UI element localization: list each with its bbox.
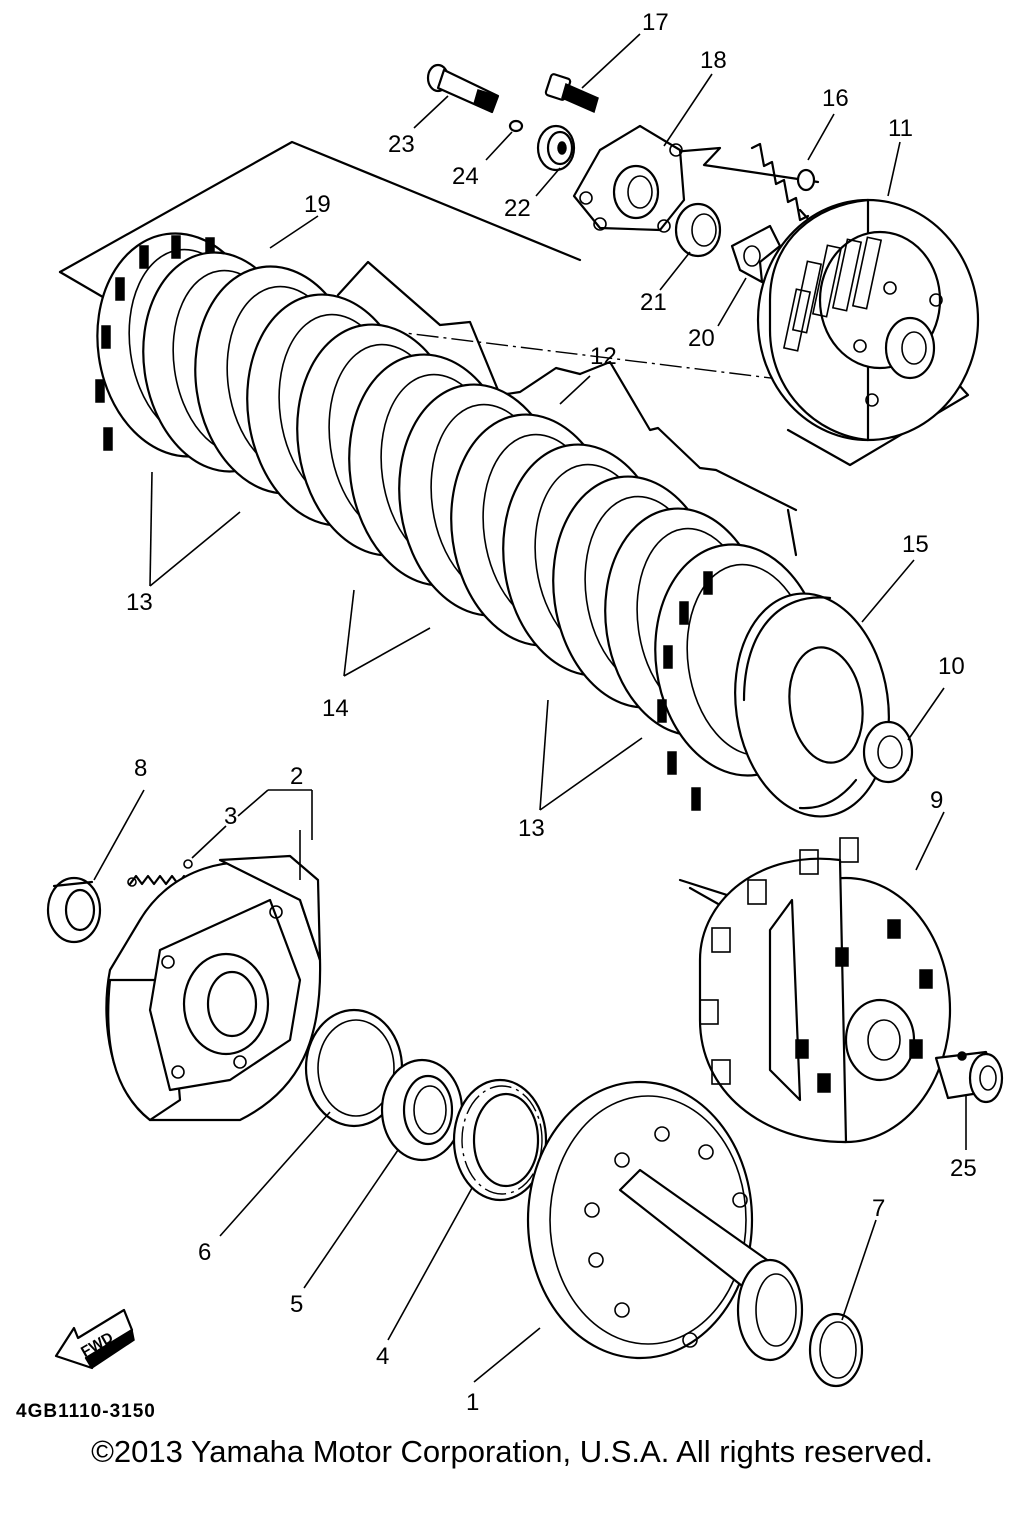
part-23-bolt [426,63,500,114]
part-10-circlip [862,720,914,784]
callout-25: 25 [950,1155,977,1182]
callout-15: 15 [902,531,929,558]
callout-8: 8 [134,755,147,782]
callout-21: 21 [640,289,667,316]
bracket-top-left [58,140,582,274]
part-4-one-way-clutch [452,1078,548,1202]
part-9-clutch-housing [698,837,952,1144]
callout-11: 11 [888,115,913,142]
part-25-collar [934,1050,1004,1104]
callout-23: 23 [388,131,415,158]
fwd-direction-badge: FWD [54,1308,135,1370]
callout-16: 16 [822,85,849,112]
callout-24: 24 [452,163,479,190]
callout-19: 19 [304,191,331,218]
boss-splines [782,236,883,352]
callout-5: 5 [290,1291,303,1318]
part-code-label: 4GB1110-3150 [16,1401,156,1422]
clutch-plate-stack [95,232,914,818]
callout-14: 14 [322,695,349,722]
callout-6: 6 [198,1239,211,1266]
part-11-clutch-boss [756,198,980,442]
part-6-washer [304,1008,404,1128]
part-15-pressure-plate [734,592,890,818]
callout-2: 2 [290,763,303,790]
part-8-nut [46,876,102,944]
part-20-lock-washer [730,224,782,284]
part-22-bearing [536,124,576,172]
part-1-clutch-carrier [526,1080,804,1362]
callout-labels: 1 2 3 4 5 6 7 8 9 10 11 12 13 13 14 15 1… [126,9,977,1416]
plates-series [142,251,826,811]
part-18-pressure-plate [572,124,686,233]
callout-12: 12 [590,343,617,370]
bracket-plates-12-mid [578,360,798,512]
leader-lines [93,33,967,1383]
callout-10: 10 [938,653,965,680]
part-5-bearing [380,1058,464,1162]
callout-1: 1 [466,1389,479,1416]
bracket-plates-12-end [786,508,798,557]
callout-3: 3 [224,803,237,830]
part-21-nut [674,202,722,258]
part-24-o-ring [508,119,524,133]
part-2-clutch-shoe-assembly [105,854,322,1122]
copyright-notice: ©2013 Yamaha Motor Corporation, U.S.A. A… [91,1434,933,1469]
callout-9: 9 [930,787,943,814]
bracket-plates-12-top [336,260,582,397]
callout-13-right: 13 [518,815,545,842]
callout-20: 20 [688,325,715,352]
callout-17: 17 [642,9,669,36]
callout-18: 18 [700,47,727,74]
callout-4: 4 [376,1343,389,1370]
callout-7: 7 [872,1195,885,1222]
callout-13-left: 13 [126,589,153,616]
part-17-bolt [544,73,599,114]
part-16-spring [750,142,816,222]
callout-22: 22 [504,195,531,222]
part-7-washer [808,1312,864,1388]
bracket-housing-9-tick [688,886,722,907]
bracket-top-left-drop [58,270,110,302]
